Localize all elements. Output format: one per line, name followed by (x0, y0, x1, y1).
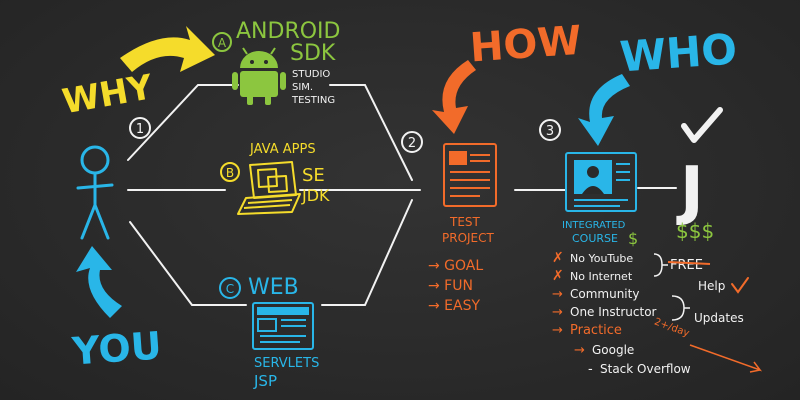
laptop-icon (237, 161, 301, 215)
help-check-icon (731, 277, 749, 294)
project-label-line2: PROJECT (442, 231, 495, 245)
android-note-sim: SIM. (292, 82, 313, 93)
svg-text:→: → (552, 323, 563, 338)
java-title: JAVA APPS (249, 142, 316, 157)
svg-text:No YouTube: No YouTube (570, 252, 633, 265)
feature-stack-overflow: - Stack Overflow (588, 362, 691, 377)
svg-text:→: → (574, 343, 585, 358)
svg-text:B: B (226, 166, 234, 180)
android-robot-icon (232, 47, 286, 105)
line-person-to-web (129, 221, 247, 306)
svg-text:Community: Community (570, 287, 639, 301)
updates-label: Updates (694, 311, 744, 325)
svg-text:One Instructor: One Instructor (570, 305, 657, 319)
document-icon (443, 143, 497, 207)
connector-lines (127, 84, 677, 306)
per-day-arrow (689, 344, 763, 373)
you-arrow-icon (76, 246, 122, 318)
who-heading: WHO (618, 24, 738, 81)
feature-community: → Community (552, 287, 639, 302)
svg-text:2: 2 (408, 136, 416, 151)
free-strikethrough (667, 261, 711, 265)
step-1-marker: 1 (129, 117, 151, 139)
help-label: Help (698, 279, 725, 293)
svg-text:3: 3 (546, 124, 554, 139)
svg-text:C: C (226, 282, 234, 296)
java-marker: B (220, 162, 240, 182)
how-heading: HOW (469, 18, 584, 72)
why-heading: WHY (59, 67, 156, 122)
course-label-line1: INTEGRATED (562, 220, 626, 231)
android-subtitle: SDK (290, 41, 336, 66)
web-title: WEB (248, 275, 299, 300)
feature-practice: → Practice (552, 323, 622, 338)
instructor-bracket (671, 295, 690, 321)
course-feature-list: ✗ No YouTube ✗ No Internet → Community →… (552, 250, 691, 377)
how-arrow-icon (432, 60, 476, 134)
svg-text:No Internet: No Internet (570, 270, 633, 283)
android-marker: A (212, 32, 232, 52)
line-android-to-project (329, 84, 413, 181)
project-item-easy: → EASY (428, 298, 480, 314)
svg-text:→: → (552, 287, 563, 302)
web-jsp-label: JSP (253, 372, 277, 390)
svg-text:→: → (552, 305, 563, 320)
free-bracket (653, 253, 668, 277)
svg-text:✗: ✗ (552, 268, 564, 284)
person-icon (76, 145, 114, 240)
svg-text:Practice: Practice (570, 323, 622, 338)
line-web-to-project (321, 199, 413, 306)
free-label: FREE (670, 258, 703, 273)
job-letter: J (676, 154, 704, 228)
feature-google: → Google (574, 343, 634, 358)
course-label-line2: COURSE (572, 232, 618, 245)
svg-text:Google: Google (592, 343, 634, 357)
per-day-note: 2+/day (653, 317, 691, 340)
why-arrow-icon (120, 26, 215, 72)
step-2-marker: 2 (401, 131, 423, 153)
job-money: $$$ (676, 219, 714, 243)
feature-one-instructor: → One Instructor (552, 305, 657, 320)
svg-text:Stack Overflow: Stack Overflow (600, 362, 691, 376)
svg-text:-: - (588, 362, 593, 377)
java-jdk-label: JDK (301, 186, 330, 205)
svg-text:1: 1 (136, 122, 144, 137)
web-marker: C (219, 277, 241, 299)
step-3-marker: 3 (539, 119, 561, 141)
who-arrow-icon (578, 74, 630, 146)
project-label-line1: TEST (449, 215, 481, 229)
android-title: ANDROID (236, 19, 340, 44)
course-screen-icon (565, 152, 637, 212)
you-heading: YOU (70, 323, 163, 373)
course-dollar: $ (628, 229, 638, 248)
web-page-icon (252, 302, 314, 350)
android-note-testing: TESTING (291, 95, 335, 106)
check-icon (681, 107, 723, 143)
line-person-to-android (127, 84, 239, 161)
svg-text:A: A (218, 36, 227, 50)
feature-no-youtube: ✗ No YouTube (552, 250, 633, 266)
svg-text:✗: ✗ (552, 250, 564, 266)
android-note-studio: STUDIO (292, 69, 330, 80)
java-se-label: SE (302, 165, 325, 186)
project-item-goal: → GOAL (428, 258, 483, 274)
project-item-fun: → FUN (428, 278, 473, 294)
web-servlets-label: SERVLETS (254, 356, 319, 371)
feature-no-internet: ✗ No Internet (552, 268, 633, 284)
